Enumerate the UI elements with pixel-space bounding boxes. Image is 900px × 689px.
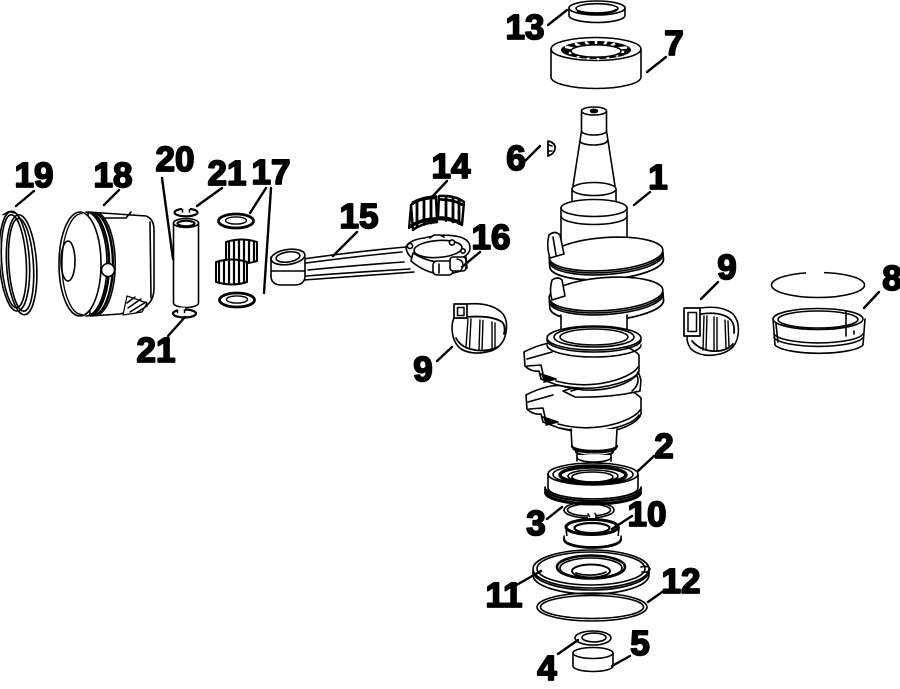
svg-text:18: 18	[94, 156, 133, 195]
svg-text:8: 8	[882, 259, 900, 298]
svg-text:4: 4	[537, 649, 557, 688]
svg-text:16: 16	[472, 218, 511, 257]
svg-text:5: 5	[630, 624, 649, 663]
svg-text:12: 12	[662, 562, 701, 601]
svg-text:15: 15	[340, 197, 379, 236]
svg-text:13: 13	[506, 8, 545, 47]
svg-text:19: 19	[15, 156, 54, 195]
svg-text:3: 3	[526, 504, 545, 543]
svg-text:1: 1	[648, 158, 667, 197]
svg-text:9: 9	[717, 248, 736, 287]
svg-text:20: 20	[156, 140, 195, 179]
svg-text:10: 10	[628, 495, 667, 534]
svg-text:21: 21	[208, 154, 247, 193]
svg-text:9: 9	[413, 350, 432, 389]
svg-text:6: 6	[506, 139, 525, 178]
svg-text:7: 7	[664, 24, 683, 63]
svg-text:21: 21	[137, 331, 176, 370]
svg-text:11: 11	[486, 576, 523, 615]
svg-text:14: 14	[432, 147, 471, 186]
svg-text:17: 17	[252, 153, 291, 192]
svg-text:2: 2	[654, 427, 673, 466]
